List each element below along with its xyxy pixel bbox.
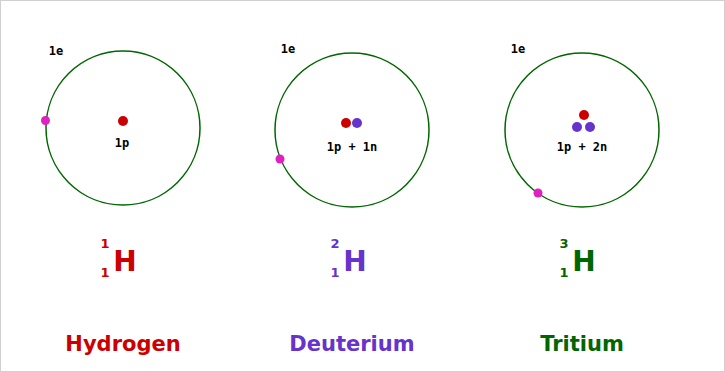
electron-shell — [275, 53, 429, 207]
proton-dot — [118, 116, 128, 126]
electron-count: 1e — [281, 43, 295, 55]
electron-count: 1e — [49, 45, 63, 57]
nucleus-composition: 1p + 2n — [557, 141, 608, 153]
isotope-name: Deuterium — [289, 334, 414, 355]
atomic-number: 1 — [100, 266, 109, 279]
proton-dot — [579, 110, 589, 120]
electron-dot — [41, 116, 50, 125]
electron-count: 1e — [511, 43, 525, 55]
atomic-number: 1 — [559, 266, 568, 279]
neutron-dot — [352, 118, 362, 128]
neutron-dot — [572, 122, 582, 132]
atom-outline-layer — [45, 50, 201, 206]
electron-shell — [505, 53, 659, 207]
element-symbol: H — [572, 248, 595, 276]
electron-dot — [276, 155, 285, 164]
electron-shell — [46, 51, 200, 205]
atom-node: 1e1p + 2n — [504, 52, 660, 208]
mass-number: 1 — [100, 237, 109, 250]
atomic-number: 1 — [330, 266, 339, 279]
mass-number: 3 — [559, 237, 568, 250]
electron-dot — [534, 189, 543, 198]
isotope-name: Hydrogen — [65, 334, 180, 355]
isotope-name: Tritium — [540, 334, 624, 355]
mass-number: 2 — [330, 237, 339, 250]
atom-node: 1e1p — [45, 50, 201, 206]
proton-dot — [341, 118, 351, 128]
element-symbol: H — [343, 248, 366, 276]
nucleus-composition: 1p — [115, 137, 129, 149]
nucleus-composition: 1p + 1n — [327, 141, 378, 153]
neutron-dot — [585, 122, 595, 132]
atom-node: 1e1p + 1n — [274, 52, 430, 208]
element-symbol: H — [113, 248, 136, 276]
atom-outline-layer — [504, 52, 660, 208]
atom-outline-layer — [274, 52, 430, 208]
